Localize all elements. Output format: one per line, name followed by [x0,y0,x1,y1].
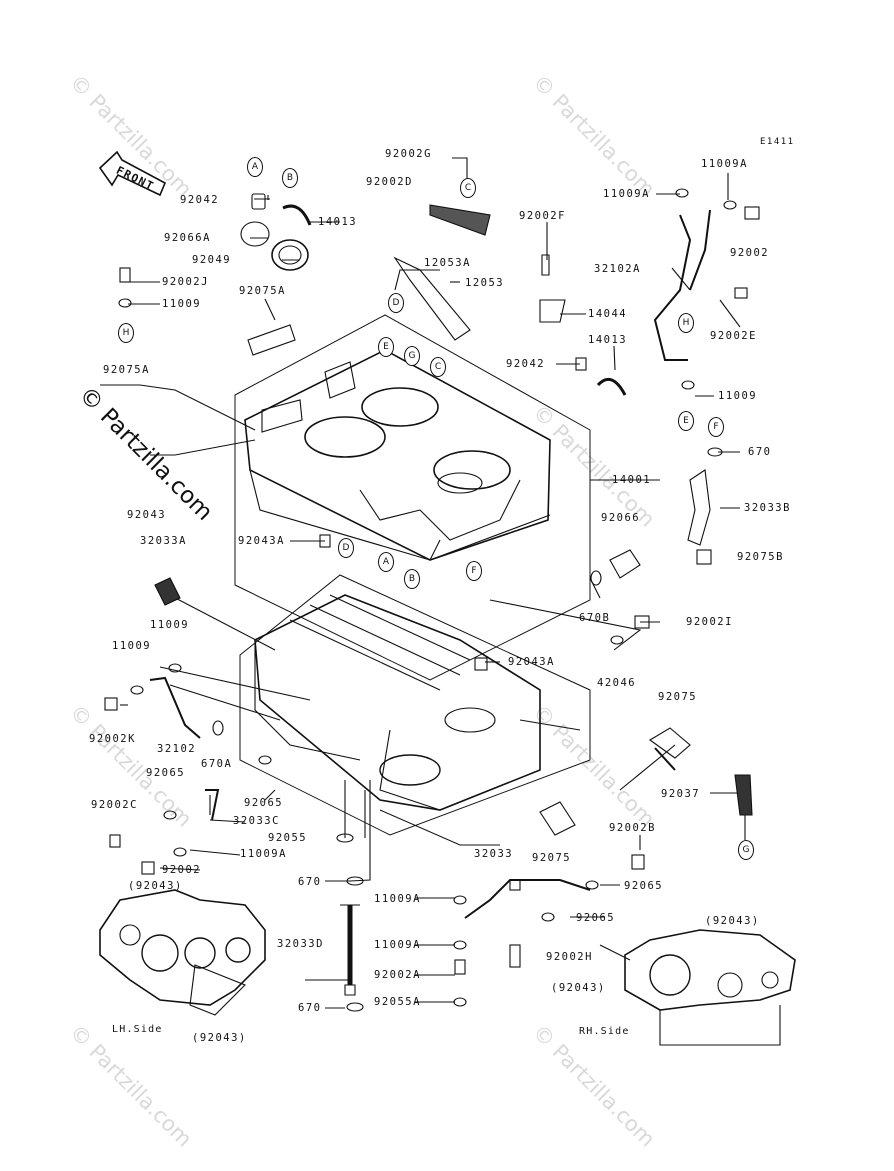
part-label[interactable]: 12053A [424,257,471,269]
part-label[interactable]: 670 [298,1002,322,1014]
part-label[interactable]: 92002K [89,733,136,745]
part-label[interactable]: (92043) [551,982,606,994]
part-label[interactable]: 670 [748,446,772,458]
ref-marker-f: F [466,561,482,581]
part-label[interactable]: 92065 [146,767,186,779]
ref-marker-h: H [118,323,134,343]
ref-marker-e: E [678,411,694,431]
part-label[interactable]: 92055A [374,996,421,1008]
part-label[interactable]: 92002F [519,210,566,222]
part-label[interactable]: 32033D [277,938,324,950]
part-label[interactable]: 92002G [385,148,432,160]
part-label[interactable]: 92075A [103,364,150,376]
part-label[interactable]: 92049 [192,254,232,266]
part-label[interactable]: 32033A [140,535,187,547]
part-label[interactable]: 670 [298,876,322,888]
part-label[interactable]: 32102A [594,263,641,275]
part-label[interactable]: 92043 [127,509,167,521]
part-label[interactable]: 92075B [737,551,784,563]
part-label[interactable]: 92055 [268,832,308,844]
part-label[interactable]: (92043) [705,915,760,927]
part-label[interactable]: 92066A [164,232,211,244]
part-label[interactable]: 32033 [474,848,514,860]
part-label[interactable]: 92002D [366,176,413,188]
part-label[interactable]: (92043) [192,1032,247,1044]
part-label[interactable]: 32033B [744,502,791,514]
part-label[interactable]: 11009 [162,298,202,310]
ref-marker-a: A [247,157,263,177]
part-label[interactable]: 92043A [238,535,285,547]
part-label[interactable]: 92002J [162,276,209,288]
part-label[interactable]: 11009A [374,893,421,905]
part-label[interactable]: 11009A [240,848,287,860]
ref-marker-a: A [378,552,394,572]
part-label[interactable]: 14044 [588,308,628,320]
part-label[interactable]: 92037 [661,788,701,800]
part-label[interactable]: 92002E [710,330,757,342]
part-label[interactable]: 92075 [532,852,572,864]
part-label[interactable]: 92002H [546,951,593,963]
ref-marker-g: G [738,840,754,860]
part-label[interactable]: 32033C [233,815,280,827]
part-label[interactable]: 92075 [658,691,698,703]
ref-marker-d: D [388,293,404,313]
ref-marker-g: G [404,346,420,366]
part-label[interactable]: 11009 [150,619,190,631]
part-label[interactable]: 92075A [239,285,286,297]
part-label[interactable]: 11009 [718,390,758,402]
ref-marker-h: H [678,313,694,333]
front-arrow-icon [98,150,167,197]
part-label[interactable]: 11009A [701,158,748,170]
part-label[interactable]: 92042 [506,358,546,370]
part-label[interactable]: (92043) [128,880,183,892]
part-label[interactable]: 92066 [601,512,641,524]
part-label[interactable]: 92065 [576,912,616,924]
ref-marker-c: C [460,178,476,198]
part-label[interactable]: 92002I [686,616,733,628]
ref-marker-b: B [404,569,420,589]
ref-marker-e: E [378,337,394,357]
part-label[interactable]: 14001 [612,474,652,486]
ref-marker-b: B [282,168,298,188]
part-label[interactable]: 92002A [374,969,421,981]
part-label[interactable]: 11009A [603,188,650,200]
part-label[interactable]: 92065 [244,797,284,809]
part-label[interactable]: 92042 [180,194,220,206]
part-label[interactable]: 42046 [597,677,637,689]
part-label[interactable]: 92065 [624,880,664,892]
lh-side-label: LH.Side [112,1024,163,1035]
part-label[interactable]: 92002 [162,864,202,876]
rh-side-label: RH.Side [579,1026,630,1037]
part-label[interactable]: 14013 [588,334,628,346]
part-label[interactable]: 12053 [465,277,505,289]
part-label[interactable]: 670B [579,612,611,624]
part-label[interactable]: 32102 [157,743,197,755]
ref-marker-c: C [430,357,446,377]
part-label[interactable]: 14013 [318,216,358,228]
part-label[interactable]: 11009A [374,939,421,951]
ref-marker-f: F [708,417,724,437]
part-label[interactable]: 92043A [508,656,555,668]
part-label[interactable]: 670A [201,758,233,770]
part-label[interactable]: 11009 [112,640,152,652]
ref-marker-d: D [338,538,354,558]
part-label[interactable]: 92002C [91,799,138,811]
part-label[interactable]: 92002 [730,247,770,259]
part-label[interactable]: 92002B [609,822,656,834]
diagram-code: E1411 [760,137,795,147]
